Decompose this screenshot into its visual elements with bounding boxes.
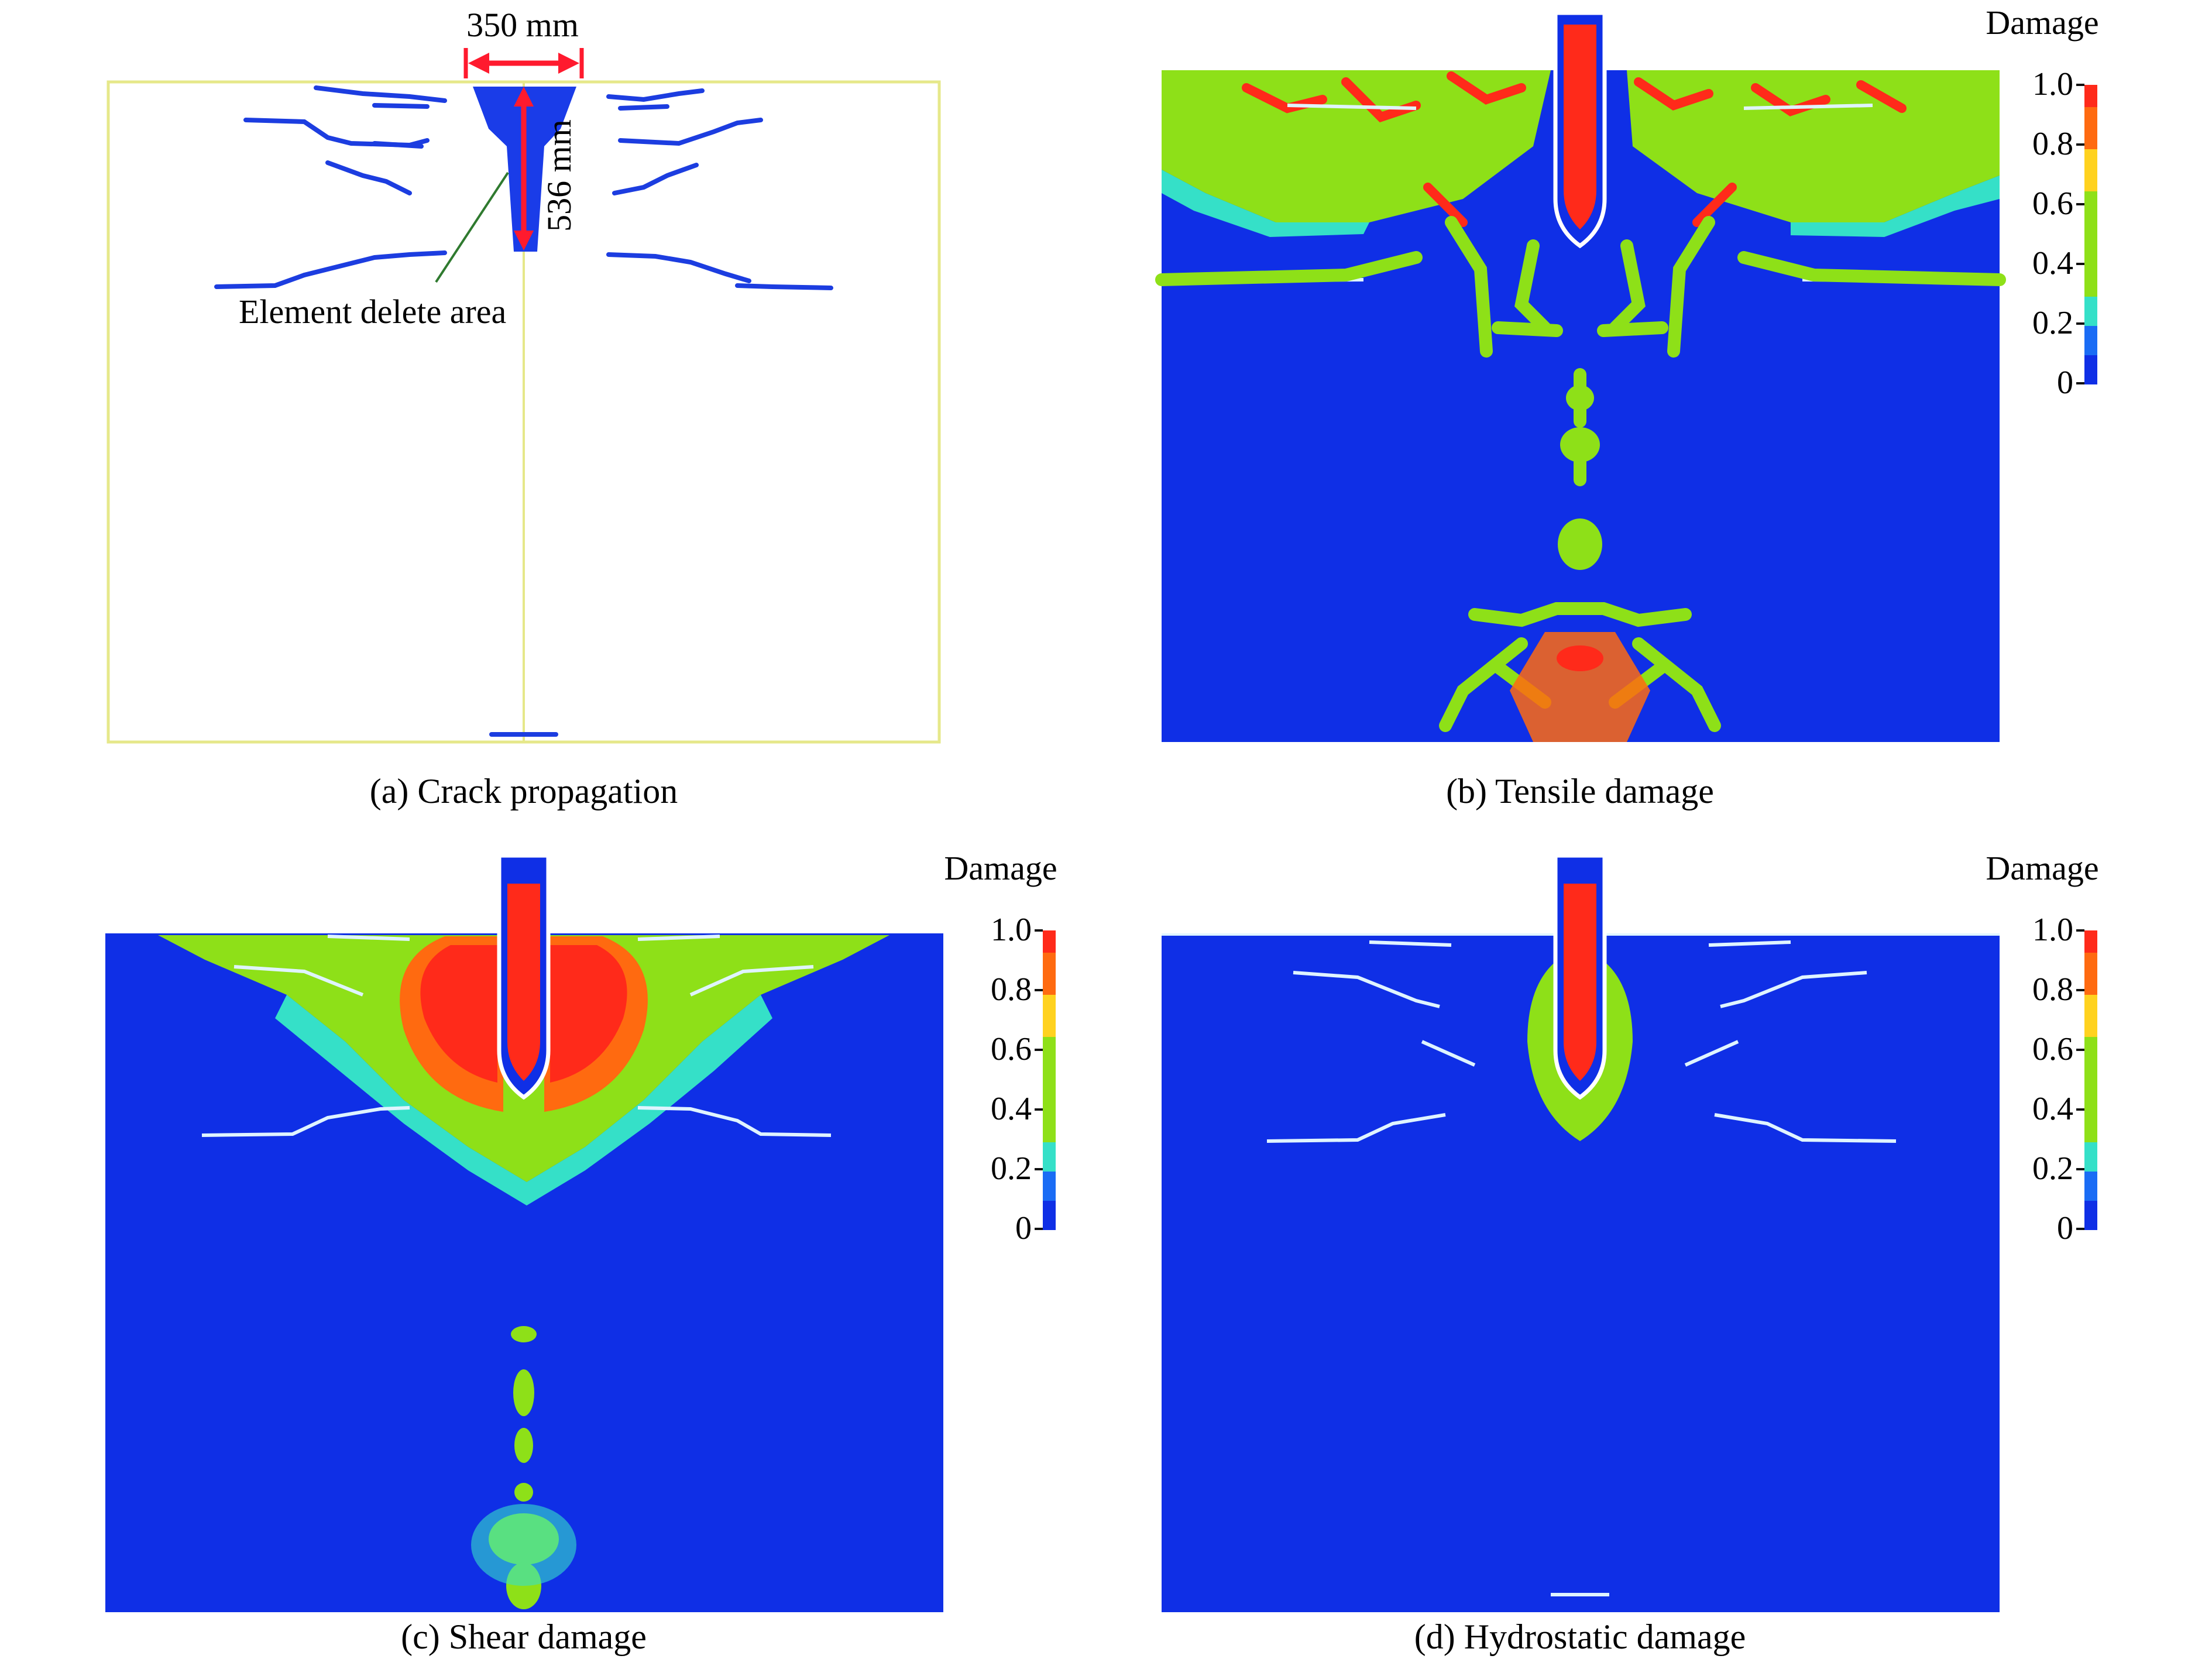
panel-b-legend-bar-0 [2084, 85, 2097, 107]
panel-a-depth-arrow-head-top [514, 87, 534, 107]
panel-c-legend-tick-label-4: 0.2 [991, 1150, 1032, 1187]
panel-b-legend-tick-label-5: 0 [2057, 365, 2073, 401]
panel-c-legend-bar-3 [1043, 1037, 1056, 1142]
panel-a-width-arrow-head-right [558, 53, 579, 74]
panel-d-legend-bar-4 [2084, 1142, 2097, 1172]
panel-b-legend-tick-label-2: 0.6 [2032, 186, 2073, 222]
panel-c-legend-tick-label-5: 0 [1015, 1210, 1032, 1246]
panel-b-legend-tick-label-4: 0.2 [2032, 305, 2073, 341]
panel-c-legend-bar-6 [1043, 1201, 1056, 1230]
panel-c-legend-title: Damage [944, 849, 1057, 887]
panel-b-mid-blob-2 [1558, 518, 1602, 570]
panel-b-legend-bar-4 [2084, 297, 2097, 326]
panel-d-legend-tick-label-3: 0.4 [2032, 1091, 2073, 1127]
panel-b-mid-blob-3 [1566, 385, 1594, 411]
panel-c-legend-bar-1 [1043, 953, 1056, 995]
panel-a-width-arrow-head-left [468, 53, 489, 74]
panel-b-legend-bar-6 [2084, 355, 2097, 384]
panel-c-legend-bar-0 [1043, 930, 1056, 953]
panel-d-legend-tick-label-1: 0.8 [2032, 971, 2073, 1008]
panel-b-legend-tick-label-3: 0.4 [2032, 245, 2073, 281]
panel-c-caption: (c) Shear damage [401, 1617, 647, 1656]
panel-a-depth-arrow-head-bottom [514, 231, 534, 250]
panel-c-legend-bar-2 [1043, 995, 1056, 1037]
panel-b-legend-ticks [2076, 84, 2084, 384]
panel-b-mid-blob-1 [1560, 427, 1600, 462]
panel-b-right-cyan-edge [1791, 176, 2000, 237]
panel-b-legend-tick-label-1: 0.8 [2032, 126, 2073, 162]
panel-a-delete-label: Element delete area [239, 293, 506, 331]
panel-b-bottom-red-core [1557, 645, 1603, 671]
panel-b-legend-bar-1 [2084, 107, 2097, 149]
panel-c-legend-tick-label-1: 0.8 [991, 971, 1032, 1008]
panel-d-legend-title: Damage [1986, 849, 2098, 887]
panel-b-legend-bar-2 [2084, 149, 2097, 191]
panel-d-legend-bar-0 [2084, 930, 2097, 953]
panel-d-legend-bar-6 [2084, 1201, 2097, 1230]
panel-b-caption: (b) Tensile damage [1446, 772, 1714, 810]
panel-a-width-label: 350 mm [466, 6, 579, 44]
panel-b-bottom-red-zone [1510, 632, 1650, 742]
panel-c-legend-bar-4 [1043, 1142, 1056, 1172]
panel-b-legend-bar-3 [2084, 191, 2097, 297]
panel-d-legend-tick-label-5: 0 [2057, 1210, 2073, 1246]
panel-a-caption: (a) Crack propagation [370, 772, 678, 810]
panel-d-legend-bar-1 [2084, 953, 2097, 995]
panel-a-depth-label: 536 mm [540, 119, 578, 232]
panel-c-red-right [550, 945, 627, 1083]
panel-b-legend-title: Damage [1986, 4, 2098, 42]
panel-d-legend-tick-label-4: 0.2 [2032, 1150, 2073, 1187]
panel-d-legend-bar-2 [2084, 995, 2097, 1037]
panel-c-legend-tick-label-2: 0.6 [991, 1031, 1032, 1067]
panel-c-red-left [420, 945, 497, 1083]
panel-b-green-branches [1155, 216, 2006, 732]
panel-b-projectile-core [1564, 25, 1596, 229]
panel-c-legend-tick-label-3: 0.4 [991, 1091, 1032, 1127]
panel-d-legend-bar-5 [2084, 1172, 2097, 1201]
panel-c-cyan-fringe [275, 995, 772, 1205]
panel-c: Damage 1.0 0.8 0.6 0.4 0.2 0 (c) Shear d… [105, 849, 1057, 1656]
panel-c-legend-tick-label-0: 1.0 [991, 912, 1032, 948]
panel-a: 350 mm 536 mm Element delete area (a) Cr… [107, 6, 941, 810]
panel-d-legend-ticks [2076, 929, 2084, 1230]
panel-c-bottom-cyan [471, 1504, 576, 1586]
panel-d-projectile-core [1564, 884, 1596, 1081]
panel-d-legend-tick-label-0: 1.0 [2032, 912, 2073, 948]
panel-a-leader-line [435, 171, 509, 283]
panel-d-crack-lines [1266, 940, 1897, 1596]
panel-d-legend-bar-3 [2084, 1037, 2097, 1142]
panel-b-legend-bar-5 [2084, 326, 2097, 355]
panel-b-legend-tick-label-0: 1.0 [2032, 66, 2073, 102]
panel-c-legend-ticks [1035, 929, 1043, 1230]
panel-a-crack-lines [214, 85, 833, 737]
panel-b-left-green-wing [1162, 70, 1551, 222]
panel-d-legend-tick-label-2: 0.6 [2032, 1031, 2073, 1067]
panel-c-crack-lines [201, 935, 832, 1137]
panel-b: Damage 1.0 0.8 0.6 0.4 0.2 0 (b) Tensile… [1155, 4, 2099, 810]
panel-c-legend-bar-5 [1043, 1172, 1056, 1201]
panel-d-caption: (d) Hydrostatic damage [1414, 1617, 1746, 1656]
panel-b-left-cyan-edge [1162, 170, 1369, 237]
panel-c-projectile-core [507, 884, 540, 1081]
panel-d: Damage 1.0 0.8 0.6 0.4 0.2 0 (d) Hydrost… [1162, 849, 2099, 1656]
